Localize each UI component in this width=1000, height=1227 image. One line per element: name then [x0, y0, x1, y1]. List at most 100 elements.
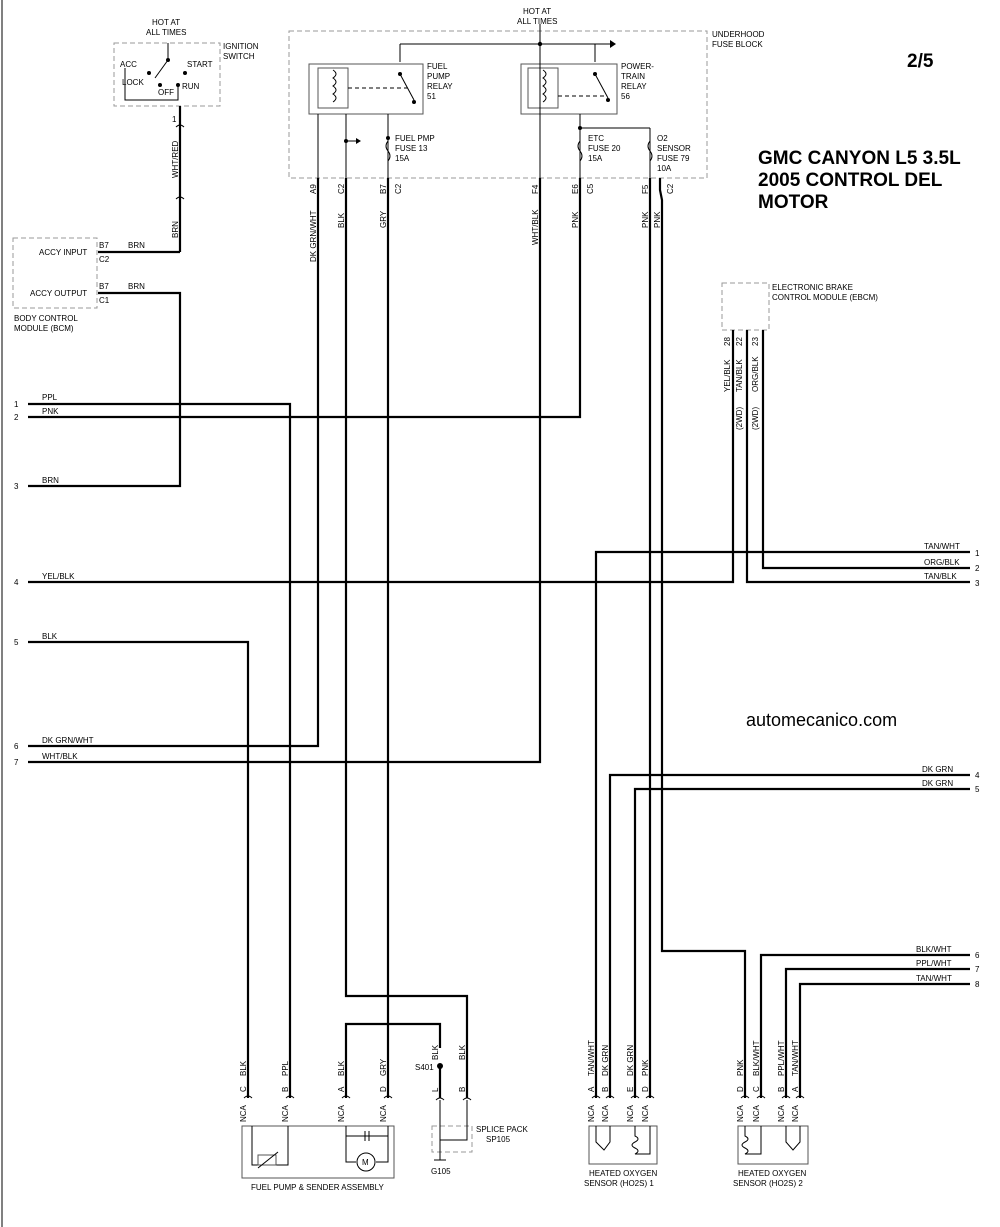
fuse20-label-2: FUSE 20	[588, 144, 621, 153]
right-wire-1: TAN/WHT	[924, 542, 960, 551]
relay2-label-2: TRAIN	[621, 72, 645, 81]
splice-internal	[439, 1100, 468, 1141]
right-num-2: 2	[975, 564, 980, 573]
ebcm-box	[721, 282, 770, 331]
wire-label-pnk-2: PNK	[641, 211, 650, 228]
ignition-pos-start: START	[187, 60, 213, 69]
ho2s2-connector-symbol	[740, 1095, 805, 1099]
wire-label-blk: BLK	[337, 212, 346, 228]
fb-out-5-pin: E6	[571, 184, 580, 194]
fb-out-3-conn: C2	[394, 183, 403, 194]
ebcm-wire-2: TAN/BLK	[735, 359, 744, 392]
ebcm-note-1: (2WD)	[735, 407, 744, 430]
ho2s2-pin-d: D	[736, 1086, 745, 1092]
pump-motor-wire-d	[376, 1126, 389, 1163]
left-wire-3: BRN	[42, 476, 59, 485]
pump-wire-b: PPL	[281, 1060, 290, 1076]
pump-sender-wire	[251, 1126, 289, 1166]
fb-out-2-pin: C2	[337, 183, 346, 194]
left-wire-6: DK GRN/WHT	[42, 736, 94, 745]
ignition-run-contact	[176, 83, 180, 87]
relay1-contact-b	[412, 100, 416, 104]
right-num-8: 8	[975, 980, 980, 989]
pump-nca-3: NCA	[337, 1104, 346, 1122]
pump-sender-icon	[257, 1154, 277, 1166]
splice-wire-l: BLK	[431, 1044, 440, 1060]
ho2s1-wire-b: DK GRN	[601, 1045, 610, 1076]
relay2-coil-box	[527, 67, 559, 109]
ignition-name-line-2: SWITCH	[223, 52, 255, 61]
right-connector: 1 TAN/WHT 2 ORG/BLK 3 TAN/BLK 4 DK GRN 5…	[916, 542, 980, 989]
pump-sender-arrow	[257, 1151, 279, 1169]
ignition-switch: HOT AT ALL TIMES IGNITION SWITCH ACC LOC…	[113, 18, 259, 124]
fuse79-label-3: FUSE 79	[657, 154, 690, 163]
wire-blkwht	[759, 953, 970, 1098]
left-num-2: 2	[14, 413, 19, 422]
ho2s1-pin-b: B	[601, 1087, 610, 1092]
ignition-blade	[154, 59, 169, 79]
pump-motor-icon	[356, 1152, 376, 1172]
page-number: 2/5	[907, 51, 934, 72]
ho2s2-wire-a: TAN/WHT	[791, 1040, 800, 1076]
bus-arrow-icon	[610, 40, 616, 48]
splice-pack: S401 L BLK B BLK SPLICE PACK SP105 G105	[415, 1044, 529, 1176]
bcm: ACCY INPUT ACCY OUTPUT B7 C2 BRN B7 C1 B…	[12, 237, 145, 333]
right-wire-6: BLK/WHT	[916, 945, 952, 954]
ignition-hot-line-1: HOT AT	[152, 18, 180, 27]
ho2s1-name-2: SENSOR (HO2S) 1	[584, 1179, 654, 1188]
wire-label-dkgrnwht: DK GRN/WHT	[309, 210, 318, 262]
fb-out-4-pin: F4	[531, 184, 540, 194]
pump-pin-d: D	[379, 1086, 388, 1092]
ho2s1-nca-4: NCA	[641, 1104, 650, 1122]
fb-out-6-pin: F5	[641, 184, 650, 194]
wire-dkgrnwht	[28, 178, 320, 748]
powertrain-relay-box	[520, 63, 618, 115]
pump-nca-4: NCA	[379, 1104, 388, 1122]
fuse79-label-1: O2	[657, 134, 668, 143]
ho2s1-nca-2: NCA	[601, 1104, 610, 1122]
bcm-input-pin: B7	[99, 241, 109, 250]
fuse20-label-1: ETC	[588, 134, 604, 143]
right-wire-4: DK GRN	[922, 765, 953, 774]
splice-name-1: SPLICE PACK	[476, 1125, 529, 1134]
splice-pin-b: B	[458, 1087, 467, 1092]
fuse-hot-line-2: ALL TIMES	[517, 17, 557, 26]
ho2s2-box	[737, 1125, 809, 1165]
pump-pin-c: C	[239, 1086, 248, 1092]
relay2-contact-b	[606, 98, 610, 102]
ebcm: ELECTRONIC BRAKE CONTROL MODULE (EBCM) 2…	[721, 282, 878, 430]
left-wire-1: PPL	[42, 393, 58, 402]
ho2s1-wire-e: DK GRN	[626, 1045, 635, 1076]
ho2s2-nca-1: NCA	[736, 1104, 745, 1122]
ho2s2-pin-b: B	[777, 1087, 786, 1092]
pump-pin-a: A	[337, 1086, 346, 1092]
ho2s2-name-2: SENSOR (HO2S) 2	[733, 1179, 803, 1188]
left-num-5: 5	[14, 638, 19, 647]
ignition-pos-lock: LOCK	[122, 78, 144, 87]
ho2s1-pin-a: A	[587, 1086, 596, 1092]
fuse79-icon	[647, 140, 653, 162]
bcm-input-conn: C2	[99, 255, 110, 264]
wire-tanwht-8	[798, 982, 970, 1098]
wire-pplwht	[784, 967, 970, 1098]
right-wire-2: ORG/BLK	[924, 558, 960, 567]
splice-name-2: SP105	[486, 1135, 511, 1144]
ho2s2-nca-3: NCA	[777, 1104, 786, 1122]
relay1-coil-icon	[332, 69, 337, 103]
ho2s2-wire-d: PNK	[736, 1059, 745, 1076]
ebcm-pin-23: 23	[751, 337, 760, 346]
ignition-pos-off: OFF	[158, 88, 174, 97]
pump-name: FUEL PUMP & SENDER ASSEMBLY	[251, 1183, 384, 1192]
ignition-name-line-1: IGNITION	[223, 42, 259, 51]
title-line-2: 2005 CONTROL DEL	[758, 170, 943, 191]
wire-blk-c2	[344, 178, 469, 1098]
fuse20-icon	[577, 140, 583, 162]
pump-pin-b: B	[281, 1087, 290, 1092]
wire-yelblk	[28, 330, 735, 584]
fb-out-3-pin: B7	[379, 184, 388, 194]
right-wire-3: TAN/BLK	[924, 572, 957, 581]
ho2s1-sensor-icon	[595, 1126, 611, 1151]
ho2s1-wire-a: TAN/WHT	[587, 1040, 596, 1076]
ho2s1-connector-symbol	[591, 1095, 655, 1099]
ebcm-wire-3: ORG/BLK	[751, 356, 760, 392]
